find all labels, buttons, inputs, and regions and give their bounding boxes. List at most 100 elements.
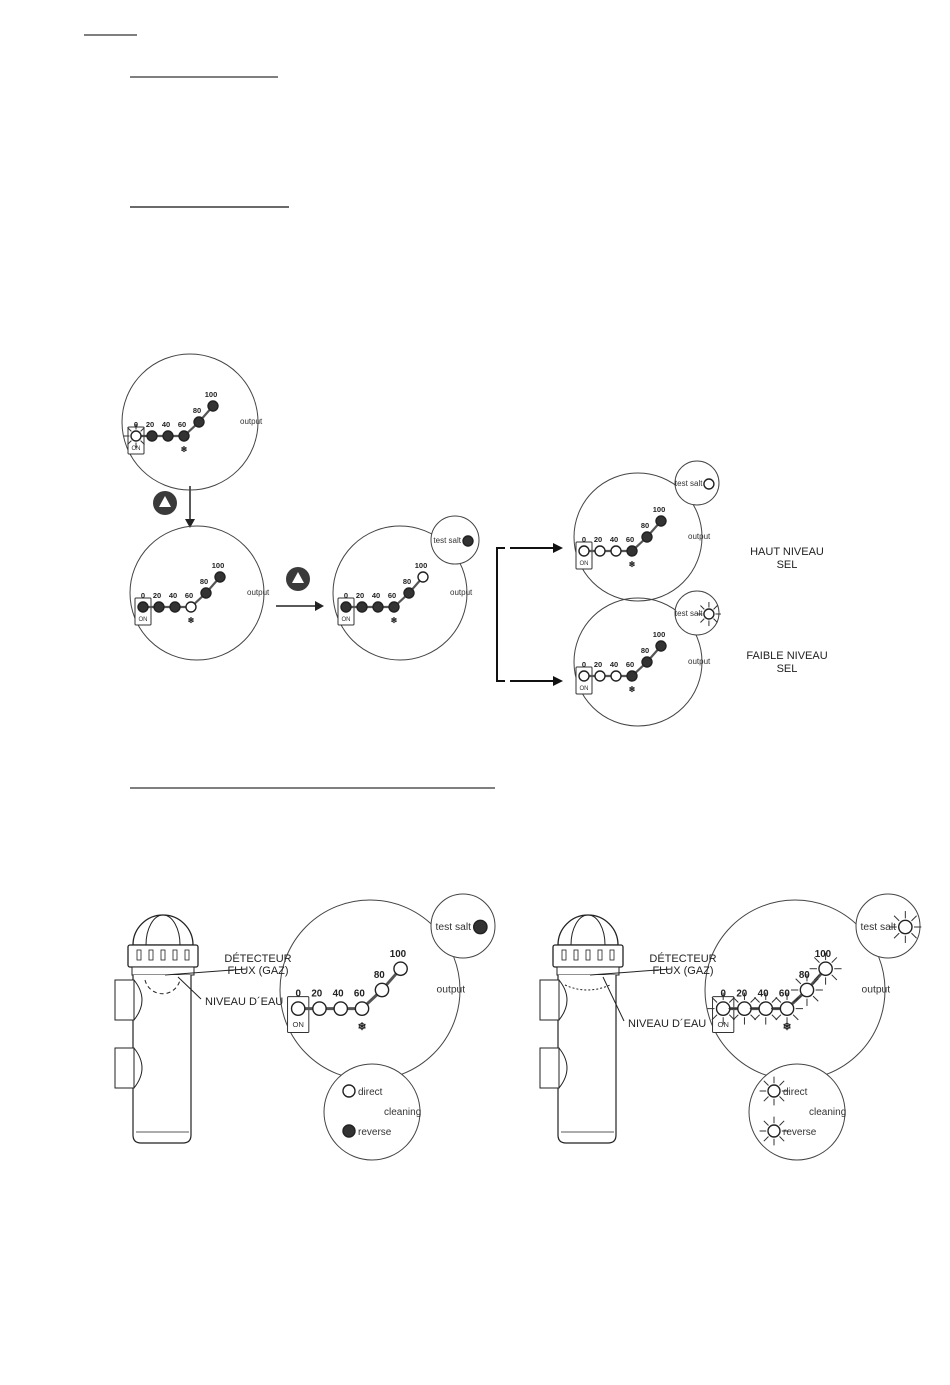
reverse-led [342,1124,356,1138]
scale-label-20: 20 [594,660,602,669]
scale-label-100: 100 [653,630,666,639]
led-80 [374,982,390,998]
led-40 [372,601,384,613]
cleaning-label: cleaning [384,1107,421,1118]
arrow-head [553,676,563,686]
test-salt-indicator: test salt [674,460,720,506]
led-60 [771,992,803,1025]
arrow-down [185,486,195,528]
led-60 [626,545,638,557]
led-100 [809,952,842,985]
scale-label-0: 0 [344,591,348,600]
scale-label-40: 40 [372,591,380,600]
result-high-salt-line1: HAUT NIVEAU [750,546,824,558]
led-40 [610,670,622,682]
snowflake-icon: ❄ [629,560,636,569]
scale-label-0: 0 [134,420,138,429]
test-salt-indicator: test salt [674,590,721,636]
water-level-label: NIVEAU D´EAU [628,1018,706,1030]
result-low-salt-line2: SEL [777,663,798,675]
reverse-label: reverse [783,1127,817,1138]
up-button-icon [286,567,310,591]
output-label: output [862,985,891,996]
scale-label-20: 20 [594,535,602,544]
scale-label-40: 40 [610,660,618,669]
led-40 [169,601,181,613]
led-0 [124,424,148,448]
led-60 [626,670,638,682]
on-label: ON [717,1020,728,1029]
scale-label-80: 80 [799,970,810,981]
scale-label-0: 0 [141,591,145,600]
scale-label-60: 60 [626,535,634,544]
direct-label: direct [783,1087,808,1098]
led-80 [791,974,823,1006]
panel-outline [332,525,468,661]
test-salt-label: test salt [861,922,897,933]
scale-label-80: 80 [200,577,208,586]
led-0 [290,1001,306,1016]
scale-label-40: 40 [162,420,170,429]
led-20 [153,601,165,613]
led-40 [610,545,622,557]
scale-label-80: 80 [193,406,201,415]
snowflake-icon: ❄ [181,445,188,454]
led-0 [340,601,352,613]
test-salt-led [472,919,488,935]
scale-label-20: 20 [311,989,322,1000]
scale-label-20: 20 [356,591,364,600]
led-60 [178,430,190,442]
reverse-label: reverse [358,1127,392,1138]
test-salt-label: test salt [675,479,703,488]
scale-label-100: 100 [205,390,218,399]
arrow-head [553,543,563,553]
led-80 [641,656,653,668]
reverse-led [759,1116,789,1146]
detector-label-line2: FLUX (GAZ) [227,965,288,977]
scale-label-0: 0 [582,535,586,544]
snowflake-icon: ❄ [629,685,636,694]
snowflake-icon: ❄ [358,1021,367,1033]
on-label: ON [580,686,589,692]
branch-bracket [496,547,555,682]
direct-led [759,1076,789,1106]
snowflake-icon: ❄ [783,1021,792,1033]
on-label: ON [342,617,351,623]
scale-label-60: 60 [185,591,193,600]
led-0 [137,601,149,613]
led-80 [641,531,653,543]
scale-label-100: 100 [815,949,832,960]
led-0 [578,545,590,557]
snowflake-icon: ❄ [391,616,398,625]
scale-label-100: 100 [653,505,666,514]
led-20 [594,545,606,557]
detector-label-line2: FLUX (GAZ) [652,965,713,977]
scale-label-40: 40 [758,989,769,1000]
led-100 [655,640,667,652]
led-40 [162,430,174,442]
scale-label-20: 20 [736,989,747,1000]
led-20 [594,670,606,682]
panel-outline [121,353,259,491]
result-high-salt-line2: SEL [777,559,798,571]
scale-label-0: 0 [720,989,726,1000]
on-label: ON [292,1020,303,1029]
test-salt-label: test salt [433,536,461,545]
panel-outline [573,597,703,727]
test-salt-led [696,602,721,626]
scale-label-40: 40 [610,535,618,544]
led-100 [655,515,667,527]
output-label: output [450,588,473,597]
scale-label-80: 80 [641,646,649,655]
scale-label-60: 60 [388,591,396,600]
scale-label-60: 60 [178,420,186,429]
water-level-label: NIVEAU D´EAU [205,996,283,1008]
